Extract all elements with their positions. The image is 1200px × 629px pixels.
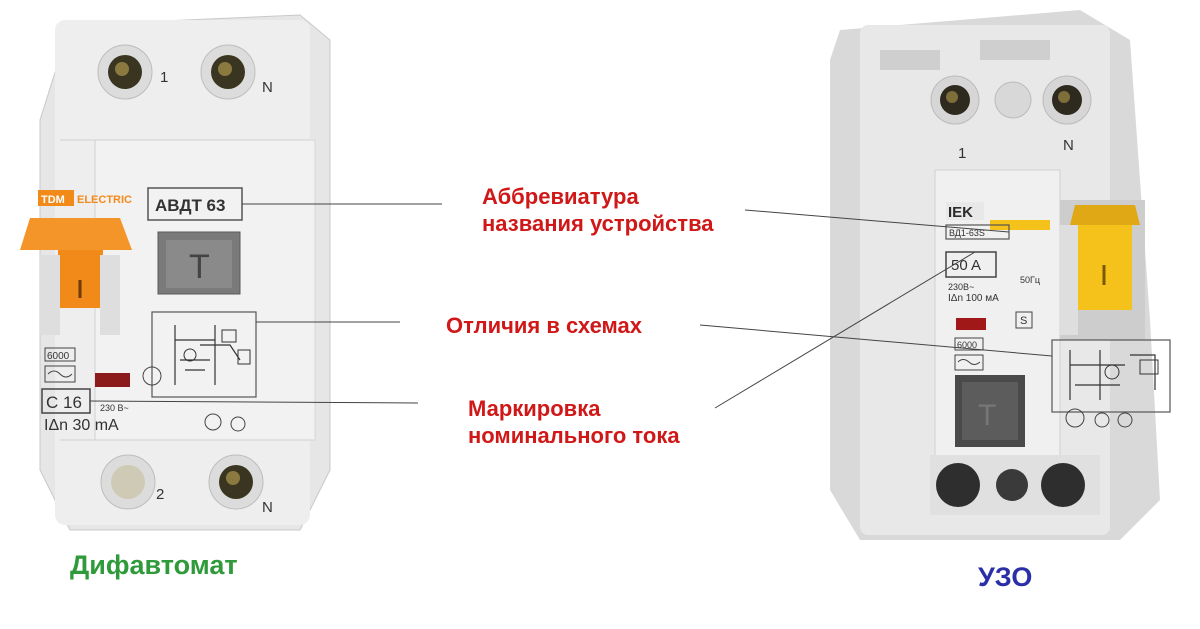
left-scheme-diagram (151, 311, 257, 398)
left-rating-label: C 16 (46, 393, 82, 412)
left-terminal-1-label: 1 (160, 69, 168, 86)
callout-abbreviation-line1: Аббревиатура (482, 184, 639, 209)
left-leakage-label: IΔn 30 mA (44, 417, 119, 434)
line-scheme-right (699, 324, 1053, 357)
right-caption: УЗО (978, 562, 1033, 592)
left-terminal-2-label: 2 (156, 486, 164, 503)
left-bottom-terminals (100, 454, 264, 510)
right-test-button[interactable] (955, 375, 1025, 447)
right-bottom-terminals (930, 455, 1100, 515)
callout-abbreviation-line2: названия устройства (482, 211, 714, 236)
left-indicator-window (95, 373, 130, 387)
left-brand-tdm: TDM (41, 194, 65, 206)
left-cert-mark-1 (204, 413, 222, 431)
right-toggle-handle[interactable] (1060, 200, 1145, 340)
left-model-label: АВДТ 63 (155, 196, 225, 215)
left-toggle-handle[interactable] (20, 218, 132, 335)
right-scheme-diagram (1051, 339, 1171, 413)
left-terminal-bottom-n-label: N (262, 499, 273, 516)
right-6000-box (954, 337, 984, 351)
right-brand-label: IEK (948, 204, 973, 221)
callout-rating-line1: Маркировка (468, 396, 601, 421)
right-brand-logo (946, 202, 984, 220)
right-voltage-label: 230В~ (948, 282, 974, 292)
right-type-s-label: S (1020, 315, 1027, 327)
left-top-terminals (97, 44, 256, 100)
right-terminal-n-label: N (1063, 137, 1074, 154)
right-model-label: ВД1-63S (949, 228, 985, 238)
callout-rating: Маркировка номинального тока (468, 395, 680, 449)
line-abbr-right (744, 209, 1010, 233)
right-test-button-label: T (978, 399, 996, 432)
brand-tdm-badge (38, 190, 74, 206)
left-6000-box (44, 347, 76, 362)
right-leakage-label: IΔn 100 мА (948, 293, 999, 304)
right-frequency-label: 50Гц (1020, 275, 1040, 285)
left-voltage-label: 230 В~ (100, 403, 129, 413)
right-rating-label: 50 A (951, 257, 981, 274)
callout-rating-line2: номинального тока (468, 423, 680, 448)
left-test-button[interactable] (157, 231, 241, 295)
right-yellow-stripe (990, 220, 1050, 230)
right-breaking-capacity: 6000 (957, 340, 977, 350)
left-breaking-capacity: 6000 (47, 351, 70, 362)
right-wave-symbol (954, 354, 984, 371)
right-cert-mark-1 (1094, 412, 1110, 428)
line-rating-right (714, 251, 976, 409)
line-rating-left (89, 400, 419, 404)
right-top-terminals (930, 75, 1092, 125)
right-rating-box (945, 251, 997, 278)
left-test-button-label: T (189, 248, 210, 286)
left-temp-symbol (142, 366, 162, 386)
callout-abbreviation: Аббревиатура названия устройства (482, 183, 714, 237)
right-type-s-box (1015, 311, 1033, 329)
right-cert-mark-2 (1117, 412, 1133, 428)
right-temp-symbol (1065, 408, 1085, 428)
callout-schemes: Отличия в схемах (446, 312, 642, 339)
left-caption: Дифавтомат (70, 550, 238, 580)
left-cert-mark-2 (230, 416, 246, 432)
left-terminal-n-label: N (262, 79, 273, 96)
right-indicator-window (956, 318, 986, 330)
left-wave-symbol (44, 365, 76, 383)
right-terminal-1-label: 1 (958, 145, 966, 162)
callout-schemes-label: Отличия в схемах (446, 313, 643, 338)
left-brand-electric: ELECTRIC (77, 194, 132, 206)
